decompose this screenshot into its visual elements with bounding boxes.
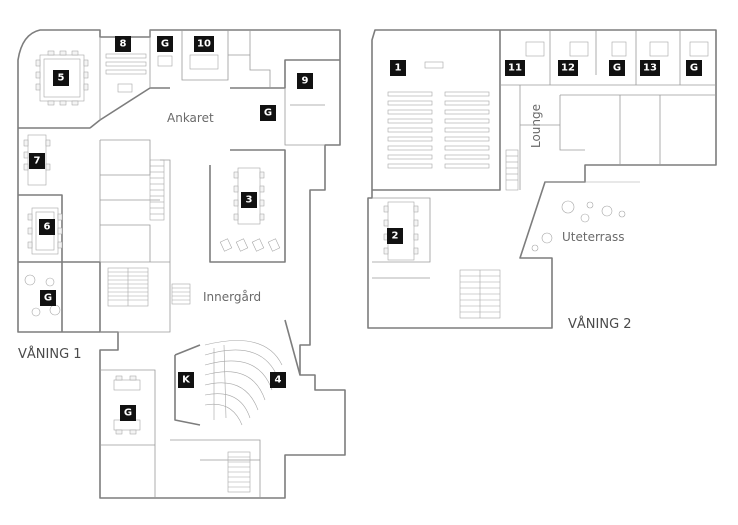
room-number-6: 6 — [44, 222, 51, 233]
room-marker-12[interactable]: 12 — [558, 60, 578, 76]
room-marker-8[interactable]: 8 — [115, 36, 131, 52]
room-10-furniture — [157, 54, 219, 70]
floor-1-lower-wing — [100, 369, 261, 498]
room-marker-4[interactable]: 4 — [270, 372, 286, 388]
room-marker-11[interactable]: 11 — [505, 60, 525, 76]
room-number-1: 1 — [395, 63, 402, 74]
auditorium-4-seating — [204, 340, 283, 426]
floor-1-upper-band — [18, 59, 340, 129]
room-number-2: 2 — [392, 231, 399, 242]
room-marker-1[interactable]: 1 — [390, 60, 406, 76]
room-marker-9[interactable]: 9 — [297, 73, 313, 89]
floor-2-hall-1-wall — [372, 30, 501, 191]
room-2-furniture — [383, 201, 419, 261]
room-marker-g[interactable]: G — [260, 105, 276, 121]
room-marker-7[interactable]: 7 — [29, 153, 45, 169]
room-marker-3[interactable]: 3 — [241, 192, 257, 208]
room-number-13: 13 — [643, 63, 657, 74]
room-marker-g[interactable]: G — [120, 405, 136, 421]
floor-2-plan — [367, 29, 717, 329]
room-marker-6[interactable]: 6 — [39, 219, 55, 235]
room-marker-g[interactable]: G — [609, 60, 625, 76]
room-marker-10[interactable]: 10 — [194, 36, 214, 52]
floor-2-east-rooms — [559, 94, 716, 165]
room-marker-g[interactable]: G — [686, 60, 702, 76]
room-letter-g: G — [613, 63, 621, 74]
room-letter-g: G — [124, 408, 132, 419]
room-number-10: 10 — [197, 39, 211, 50]
room-marker-5[interactable]: 5 — [53, 70, 69, 86]
floor-label-1: VÅNING 1 — [18, 346, 82, 362]
room-letter-g: G — [264, 108, 272, 119]
room-5-furniture — [35, 50, 89, 106]
auditorium-4-walls — [174, 319, 301, 426]
room-number-11: 11 — [508, 63, 522, 74]
floor-label-2: VÅNING 2 — [568, 316, 632, 332]
room-number-3: 3 — [246, 195, 253, 206]
area-label-innergard: Innergård — [203, 290, 261, 304]
room-number-7: 7 — [34, 156, 41, 167]
meeting-room-tables — [525, 41, 709, 57]
room-marker-13[interactable]: 13 — [640, 60, 660, 76]
hall-1-seating — [387, 61, 490, 169]
floor-1-plan — [17, 29, 346, 499]
room-3-walls — [209, 149, 286, 263]
room-number-9: 9 — [302, 76, 309, 87]
floor-1-upper-rooms — [99, 30, 325, 146]
room-3-furniture — [219, 167, 281, 252]
room-6-furniture — [27, 207, 63, 255]
room-number-5: 5 — [58, 73, 65, 84]
room-letter-g: G — [161, 39, 169, 50]
room-marker-k[interactable]: K — [178, 372, 194, 388]
floor-2-stairs — [459, 149, 519, 319]
area-label-uteterrass: Uteterrass — [562, 230, 624, 244]
room-8-furniture — [105, 53, 147, 93]
floor-2-meeting-row — [500, 30, 716, 190]
floor-1-stairs — [107, 159, 191, 307]
floor-1-service-core — [99, 139, 171, 333]
room-letter-g: G — [690, 63, 698, 74]
floor-2-room-2 — [372, 197, 431, 279]
room-g2-furniture — [113, 375, 141, 435]
room-marker-g[interactable]: G — [40, 290, 56, 306]
room-number-8: 8 — [120, 39, 127, 50]
room-marker-g[interactable]: G — [157, 36, 173, 52]
room-letter-k: K — [182, 375, 191, 386]
room-7-furniture — [23, 134, 51, 186]
floor-2-outline — [367, 29, 717, 329]
room-marker-2[interactable]: 2 — [387, 228, 403, 244]
room-number-12: 12 — [561, 63, 575, 74]
floor-1-outline — [17, 29, 346, 499]
room-letter-g: G — [44, 293, 52, 304]
area-label-lounge: Lounge — [529, 104, 543, 148]
area-label-ankaret: Ankaret — [167, 111, 214, 125]
room-number-4: 4 — [275, 375, 282, 386]
terrace-decor — [531, 181, 640, 252]
floor-1-lower-stairs — [227, 451, 251, 493]
